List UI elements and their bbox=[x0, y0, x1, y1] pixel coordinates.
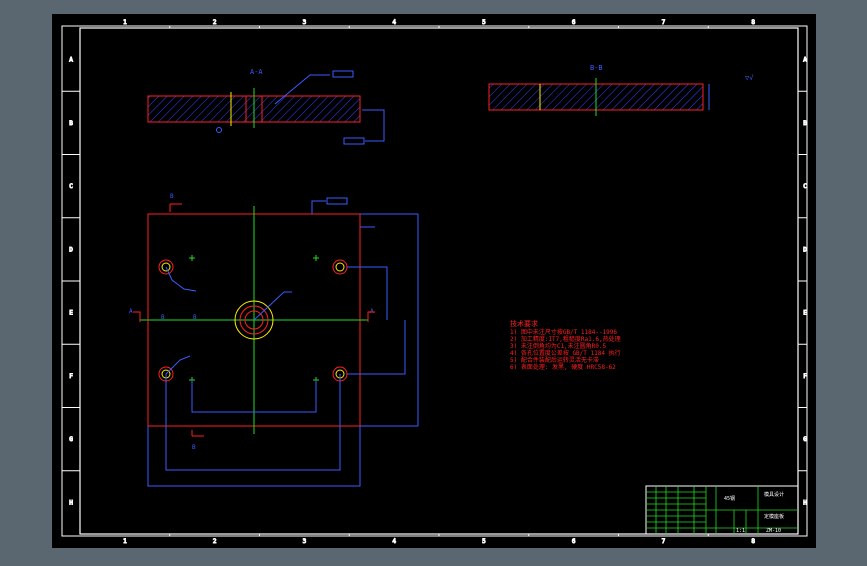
center-boss-outer bbox=[234, 300, 274, 340]
title-block[interactable]: 45钢 模具设计 定模座板 1:1 ZM-10 bbox=[645, 485, 799, 535]
zone-column-label: 2 bbox=[213, 19, 217, 26]
zone-row-label: B bbox=[69, 120, 73, 127]
technical-notes: 技术要求 1) 图中未注尺寸按GB/T 1184--1996 2) 加工精度:I… bbox=[510, 319, 621, 371]
zone-row-label: H bbox=[803, 499, 807, 506]
roughness-symbol-icon bbox=[216, 127, 222, 133]
zone-row-label: D bbox=[69, 246, 73, 253]
company-text: 模具设计 bbox=[764, 491, 784, 498]
zone-row-label: F bbox=[803, 373, 807, 380]
title-block-grid bbox=[646, 486, 798, 534]
plan-view[interactable]: B B A A B B bbox=[129, 193, 419, 487]
zone-row-label: B bbox=[803, 120, 807, 127]
svg-text:B: B bbox=[192, 444, 196, 451]
section-aa-tag-2 bbox=[343, 137, 365, 145]
zone-row-label: G bbox=[69, 436, 73, 443]
zone-column-label: 3 bbox=[303, 19, 307, 26]
zone-row-label: F bbox=[69, 373, 73, 380]
drawing-number-text: ZM-10 bbox=[766, 528, 781, 534]
notes-line: 5) 配合件装配后运转灵活无卡滞 bbox=[510, 356, 599, 364]
zone-row-label: D bbox=[803, 246, 807, 253]
section-bb-label: B-B bbox=[590, 64, 603, 72]
part-name-text: 定模座板 bbox=[764, 513, 784, 520]
zone-row-label: C bbox=[69, 183, 73, 190]
zone-column-label: 1 bbox=[123, 19, 127, 26]
notes-line: 3) 未注倒角均为C1,未注圆角R0.5 bbox=[510, 342, 607, 350]
roughness-mark-icon: ▽√ bbox=[745, 74, 754, 82]
zone-row-label: C bbox=[803, 183, 807, 190]
zone-column-label: 7 bbox=[662, 19, 666, 26]
zone-row-label: G bbox=[803, 436, 807, 443]
center-boss-mid bbox=[239, 305, 269, 335]
svg-text:B: B bbox=[193, 314, 197, 321]
section-aa-tag-1 bbox=[332, 70, 354, 78]
svg-text:B: B bbox=[161, 314, 165, 321]
material-text: 45钢 bbox=[724, 495, 735, 502]
zone-column-label: 5 bbox=[482, 538, 486, 545]
zone-column-label: 5 bbox=[482, 19, 486, 26]
scale-text: 1:1 bbox=[736, 528, 745, 534]
notes-line: 6) 表面处理: 发黑, 硬度 HRC58-62 bbox=[510, 363, 616, 371]
zone-column-label: 7 bbox=[662, 538, 666, 545]
notes-line: 4) 各孔位置度公差按 GB/T 1184 执行 bbox=[510, 349, 621, 357]
svg-text:A: A bbox=[129, 308, 133, 315]
svg-text:B: B bbox=[170, 193, 174, 200]
zone-column-label: 2 bbox=[213, 538, 217, 545]
zone-column-label: 6 bbox=[572, 19, 576, 26]
section-aa-label: A-A bbox=[250, 68, 263, 76]
zone-row-label: E bbox=[803, 310, 807, 317]
zone-column-label: 3 bbox=[303, 538, 307, 545]
center-boss-inner bbox=[244, 310, 264, 330]
zone-column-label: 6 bbox=[572, 538, 576, 545]
section-aa-leader bbox=[274, 74, 330, 105]
cut-arrows bbox=[133, 203, 375, 437]
zone-row-label: E bbox=[69, 310, 73, 317]
zone-column-label: 4 bbox=[392, 19, 396, 26]
zone-row-label: A bbox=[69, 57, 73, 64]
notes-title: 技术要求 bbox=[510, 319, 538, 328]
notes-line: 1) 图中未注尺寸按GB/T 1184--1996 bbox=[510, 328, 617, 336]
notes-line: 2) 加工精度:IT7,粗糙度Ra1.6,热处理 bbox=[510, 335, 621, 343]
zone-row-label: A bbox=[803, 57, 807, 64]
zone-column-label: 1 bbox=[123, 538, 127, 545]
section-view-bb[interactable]: B-B ▽√ bbox=[488, 64, 754, 116]
dimension-lines bbox=[147, 200, 419, 487]
section-view-aa[interactable]: A-A bbox=[147, 68, 385, 145]
zone-column-label: 8 bbox=[751, 19, 755, 26]
section-aa-dim bbox=[362, 109, 385, 142]
zone-column-label: 4 bbox=[392, 538, 396, 545]
plan-tag bbox=[326, 197, 348, 205]
zone-column-label: 8 bbox=[751, 538, 755, 545]
zone-row-label: H bbox=[69, 499, 73, 506]
